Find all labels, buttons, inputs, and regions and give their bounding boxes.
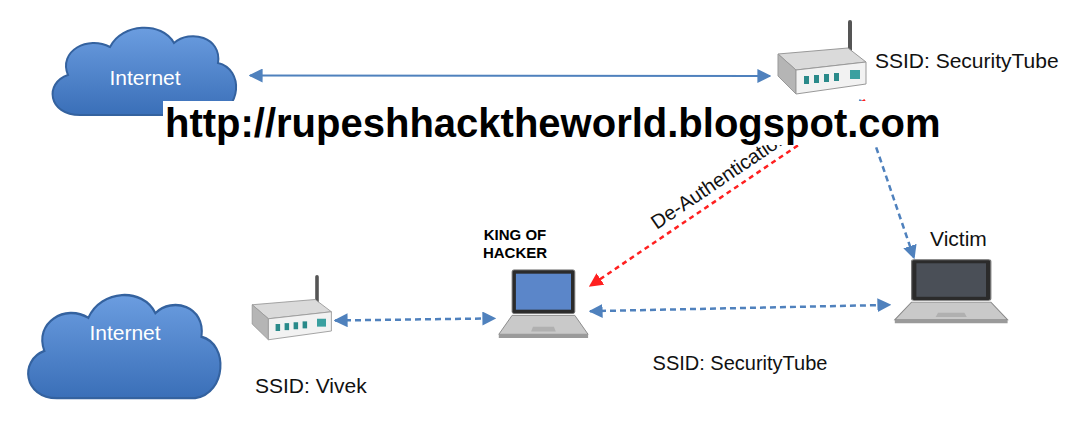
router-icon — [245, 275, 335, 345]
laptop-part — [895, 302, 1008, 320]
node-label: Victim — [930, 226, 987, 251]
laptop-part — [499, 334, 588, 338]
laptop-part — [912, 260, 991, 301]
link-connector — [590, 305, 890, 311]
link-connector — [335, 318, 495, 320]
laptop-part — [895, 320, 1008, 324]
router-part — [814, 75, 819, 83]
laptop-part — [531, 327, 556, 332]
router-part — [268, 312, 331, 340]
router-part — [315, 277, 319, 303]
router-part — [848, 22, 852, 52]
router-part — [303, 321, 308, 328]
router-part — [804, 76, 809, 84]
router-part — [778, 54, 796, 94]
laptop-part — [916, 263, 986, 297]
router-part — [834, 73, 839, 81]
node-label: Internet — [40, 65, 250, 90]
cloud-part — [28, 295, 220, 398]
access-point: SSID: SecurityTube — [770, 20, 870, 100]
laptop-icon — [890, 258, 1010, 325]
internet-cloud: Internet — [15, 280, 235, 410]
watermark: http://rupeshhacktheworld.blogspot.com — [163, 101, 943, 145]
cloud-icon — [15, 280, 235, 410]
access-point: SSID: Vivek — [245, 275, 335, 345]
victim-laptop: Victim — [890, 258, 1010, 325]
laptop-part — [499, 315, 588, 334]
router-part — [276, 324, 281, 331]
node-label: SSID: Vivek — [255, 373, 367, 398]
router-part — [317, 319, 326, 327]
router-part — [850, 70, 860, 79]
router-part — [285, 323, 290, 330]
router-part — [252, 305, 268, 340]
laptop-icon — [495, 268, 590, 340]
router-part — [796, 62, 866, 94]
edge-label: SSID: SecurityTube — [650, 352, 831, 375]
node-label: SSID: SecurityTube — [875, 48, 1059, 73]
node-label: KING OF HACKER — [465, 226, 565, 262]
laptop-part — [512, 270, 575, 314]
router-part — [824, 74, 829, 82]
link-connector — [250, 75, 770, 78]
router-icon — [770, 20, 870, 100]
router-part — [294, 322, 299, 329]
laptop-part — [516, 274, 571, 310]
node-label: Internet — [15, 320, 235, 345]
laptop-part — [936, 313, 967, 317]
attacker-laptop: KING OF HACKER — [495, 268, 590, 340]
